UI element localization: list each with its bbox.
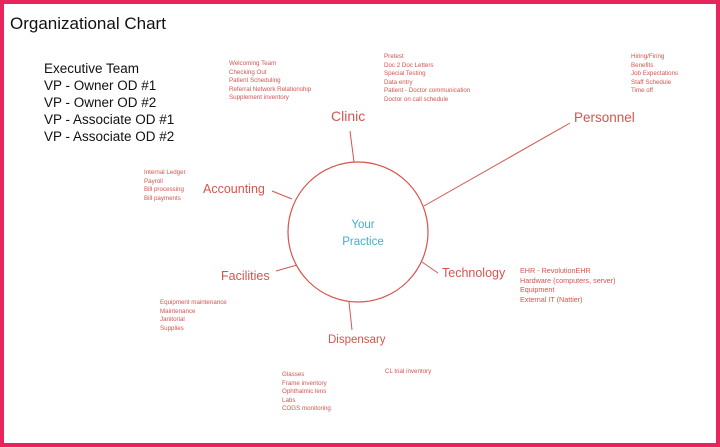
- connector-clinic: [349, 130, 355, 163]
- note-item: External IT (Nattier): [520, 294, 583, 304]
- note-item: Special Testing: [384, 70, 426, 78]
- note-item: Job Expectations: [631, 70, 679, 78]
- connector-accounting: [271, 190, 293, 200]
- note-item: Bill payments: [144, 194, 181, 202]
- technology-notes: EHR - RevolutionEHR Hardware (computers,…: [520, 266, 615, 304]
- note-item: Labs: [282, 396, 296, 404]
- connector-dispensary: [348, 301, 353, 331]
- accounting-notes: Internal Ledger Payroll Bill processing …: [144, 169, 186, 203]
- branch-technology: Technology: [442, 266, 506, 280]
- cl-notes: CL trial inventory: [385, 368, 431, 377]
- note-item: Glasses: [282, 371, 305, 378]
- note-item: Time off: [631, 87, 654, 95]
- note-item: Data entry: [384, 78, 413, 86]
- connector-technology: [421, 261, 439, 274]
- note-item: Welcoming Team: [229, 60, 277, 67]
- branch-dispensary: Dispensary: [328, 334, 386, 346]
- clinic-notes-2: Pretest Doc 2 Doc Letters Special Testin…: [384, 53, 470, 105]
- note-item: Referral Network Relationship: [229, 85, 312, 93]
- note-item: Doc 2 Doc Letters: [384, 61, 434, 69]
- note-item: Payroll: [144, 177, 163, 185]
- branch-clinic: Clinic: [331, 108, 366, 124]
- note-item: Checking Out: [229, 68, 267, 76]
- note-item: Staff Schedule: [631, 78, 672, 86]
- note-item: Internal Ledger: [144, 169, 186, 176]
- note-item: EHR - RevolutionEHR: [520, 266, 591, 275]
- branch-accounting: Accounting: [203, 182, 265, 196]
- executive-item: VP - Owner OD #2: [44, 95, 157, 110]
- note-item: Patient - Doctor communication: [384, 87, 471, 95]
- center-circle: [287, 161, 429, 303]
- center-line: Your: [351, 219, 375, 231]
- note-item: Pretest: [384, 53, 404, 60]
- note-item: Supplies: [160, 324, 184, 332]
- note-item: Hardware (computers, server): [520, 275, 616, 285]
- connector-facilities: [275, 264, 298, 272]
- connector-personnel: [423, 122, 571, 207]
- page-title: Organizational Chart: [10, 14, 166, 33]
- note-item: Doctor on call schedule: [384, 95, 449, 103]
- note-item: Equipment maintenance: [160, 299, 227, 306]
- clinic-notes: Welcoming Team Checking Out Patient Sche…: [229, 60, 311, 103]
- note-item: CL trial inventory: [385, 368, 432, 375]
- note-item: Janitorial: [160, 316, 185, 324]
- center-line: Practice: [342, 236, 384, 248]
- executive-team-list: Executive Team VP - Owner OD #1 VP - Own…: [44, 60, 174, 145]
- center-label: Your Practice: [318, 217, 408, 251]
- branch-facilities: Facilities: [221, 269, 270, 283]
- facilities-notes: Equipment maintenance Maintenance Janito…: [160, 299, 227, 333]
- note-item: Supplement inventory: [229, 94, 289, 102]
- personnel-notes: Hiring/Firing Benefits Job Expectations …: [631, 53, 678, 96]
- note-item: Maintenance: [160, 307, 196, 315]
- note-item: Patient Scheduling: [229, 77, 281, 85]
- note-item: Benefits: [631, 61, 654, 69]
- note-item: Ophthalmic lens: [282, 388, 327, 396]
- note-item: Bill processing: [144, 186, 184, 194]
- executive-item: VP - Owner OD #1: [44, 78, 157, 93]
- note-item: COGS monitoring: [282, 405, 331, 413]
- note-item: Equipment: [520, 285, 555, 295]
- executive-item: Executive Team: [44, 61, 140, 76]
- executive-item: VP - Associate OD #1: [44, 112, 175, 127]
- note-item: Hiring/Firing: [631, 53, 665, 60]
- executive-item: VP - Associate OD #2: [44, 129, 175, 144]
- note-item: Frame inventory: [282, 379, 327, 387]
- branch-personnel: Personnel: [574, 110, 635, 125]
- dispensary-notes: Glasses Frame inventory Ophthalmic lens …: [282, 371, 331, 414]
